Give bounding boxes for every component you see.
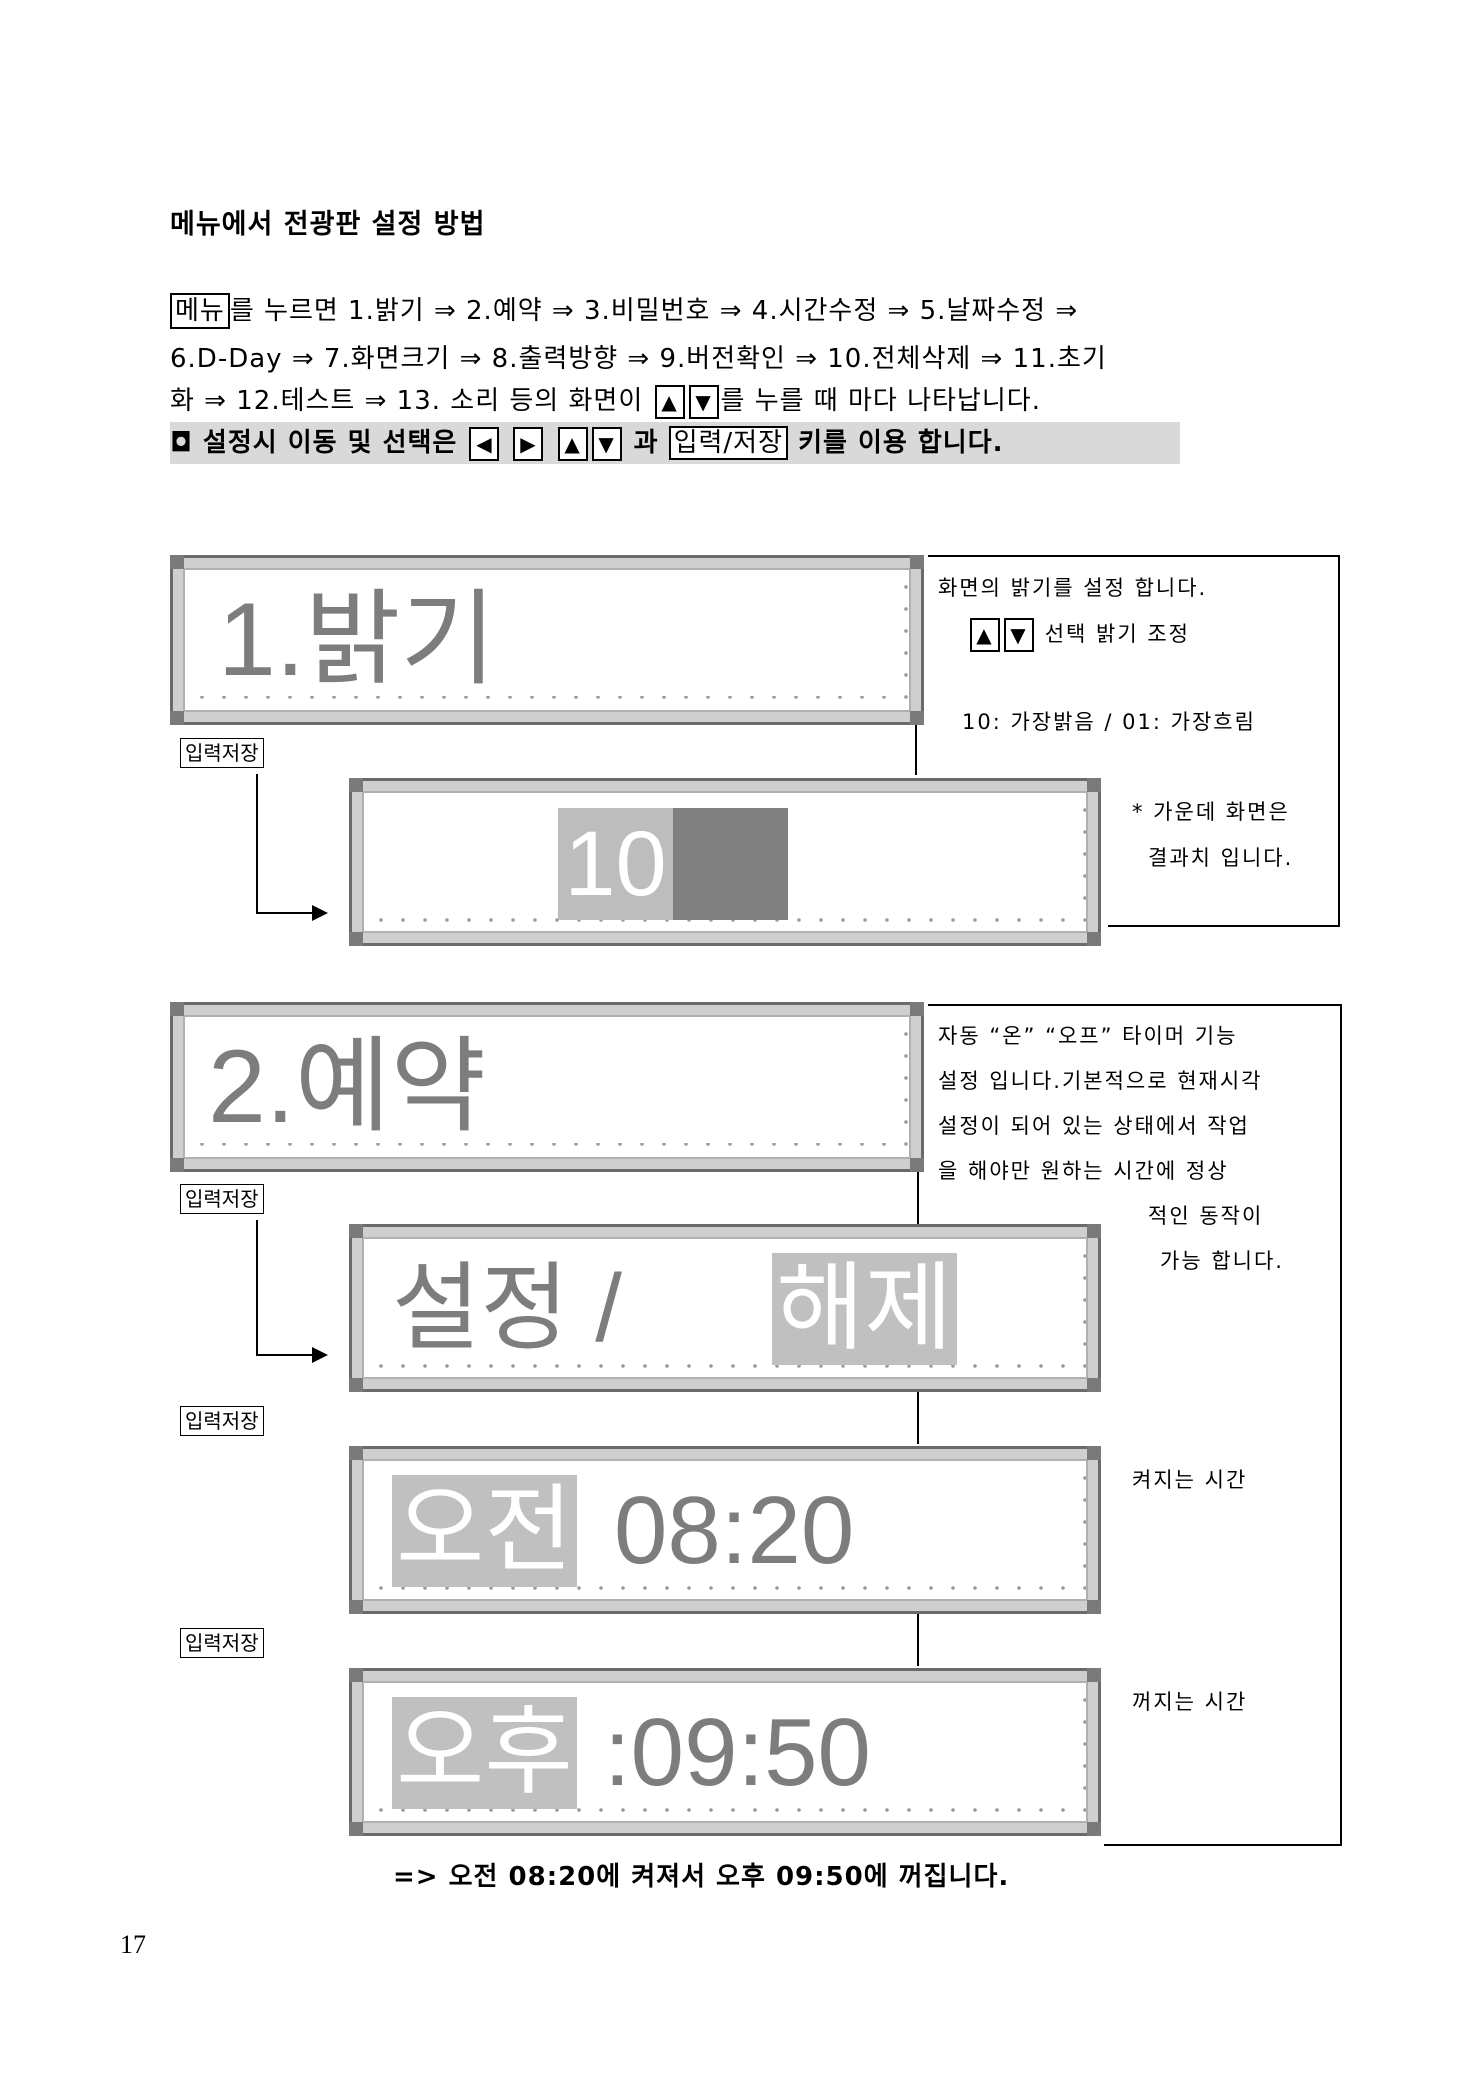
- note-pre: ◘ 설정시 이동 및 선택은: [170, 428, 458, 458]
- led-panel-on-time: 오전 08:20: [349, 1446, 1101, 1614]
- off-time-value: :09:50: [604, 1699, 871, 1806]
- led-panel-reservation-menu: 2.예약: [170, 1002, 924, 1172]
- down-arrow-icon: ▼: [1004, 618, 1034, 652]
- brightness-note-1: * 가운데 화면은: [1132, 800, 1290, 824]
- enter-save-key-2: 입력저장: [180, 1184, 264, 1214]
- enter-save-key-4: 입력저장: [180, 1628, 264, 1658]
- led-panel-brightness-menu: 1.밝기: [170, 555, 924, 725]
- right-arrow-icon: ▶: [513, 426, 544, 461]
- enter-save-key-box: 입력/저장: [668, 426, 789, 460]
- panel-title-brightness: 1.밝기: [218, 582, 497, 698]
- intro-line-3-pre: 화 ⇒ 12.테스트 ⇒ 13. 소리 등의 화면이: [170, 386, 644, 416]
- option-clear-selected: 해제: [772, 1253, 957, 1365]
- on-time-ampm: 오전: [392, 1475, 577, 1587]
- panel-title-reservation: 2.예약: [208, 1029, 487, 1145]
- brightness-value: 10: [558, 808, 673, 920]
- intro-line-3: 화 ⇒ 12.테스트 ⇒ 13. 소리 등의 화면이 ▲▼를 누를 때 마다 나…: [170, 380, 1041, 419]
- intro-line-1-text: 를 누르면 1.밝기 ⇒ 2.예약 ⇒ 3.비밀번호 ⇒ 4.시간수정 ⇒ 5.…: [229, 296, 1079, 326]
- reservation-desc-4: 을 해야만 원하는 시간에 정상: [938, 1159, 1229, 1183]
- section-heading: 메뉴에서 전광판 설정 방법: [170, 209, 486, 240]
- led-panel-brightness-value: 10: [349, 778, 1101, 946]
- up-arrow-icon: ▲: [654, 384, 685, 419]
- brightness-cursor-block: [673, 808, 788, 920]
- reservation-desc-5: 적인 동작이: [1148, 1204, 1264, 1228]
- intro-line-3-post: 를 누를 때 마다 나타납니다.: [720, 386, 1041, 416]
- led-panel-set-clear: 설정 / 해제: [349, 1224, 1101, 1392]
- on-time-value: 08:20: [614, 1477, 855, 1584]
- up-arrow-icon: ▲: [970, 618, 1000, 652]
- brightness-note-2: 결과치 입니다.: [1148, 846, 1294, 870]
- menu-key-box: 메뉴: [170, 293, 230, 329]
- brightness-desc-2-text: 선택 밝기 조정: [1044, 622, 1190, 646]
- enter-save-key-3: 입력저장: [180, 1406, 264, 1436]
- off-time-ampm: 오후: [392, 1697, 577, 1809]
- brightness-desc-2: ▲▼ 선택 밝기 조정: [968, 612, 1190, 656]
- reservation-desc-1: 자동 “온” “오프” 타이머 기능: [938, 1024, 1238, 1048]
- enter-save-key-1: 입력저장: [180, 738, 264, 768]
- option-set: 설정 /: [392, 1255, 622, 1362]
- off-time-label: 꺼지는 시간: [1132, 1690, 1248, 1714]
- led-panel-off-time: 오후 :09:50: [349, 1668, 1101, 1836]
- reservation-desc-3: 설정이 되어 있는 상태에서 작업: [938, 1114, 1250, 1138]
- intro-line-2: 6.D-Day ⇒ 7.화면크기 ⇒ 8.출력방향 ⇒ 9.버전확인 ⇒ 10.…: [170, 344, 1107, 374]
- note-post: 키를 이용 합니다.: [798, 428, 1004, 458]
- on-time-label: 켜지는 시간: [1132, 1468, 1248, 1492]
- up-arrow-icon: ▲: [557, 426, 588, 461]
- navigation-note: ◘ 설정시 이동 및 선택은 ◀ ▶ ▲▼ 과 입력/저장 키를 이용 합니다.: [170, 422, 1180, 464]
- schedule-summary: => 오전 08:20에 켜져서 오후 09:50에 꺼집니다.: [393, 1862, 1010, 1892]
- note-mid: 과: [633, 428, 659, 458]
- reservation-desc-6: 가능 합니다.: [1160, 1249, 1284, 1273]
- down-arrow-icon: ▼: [591, 426, 622, 461]
- reservation-desc-2: 설정 입니다.기본적으로 현재시각: [938, 1069, 1263, 1093]
- left-arrow-icon: ◀: [469, 426, 500, 461]
- brightness-desc-1: 화면의 밝기를 설정 합니다.: [938, 576, 1208, 600]
- down-arrow-icon: ▼: [688, 384, 719, 419]
- brightness-range: 10: 가장밝음 / 01: 가장흐림: [962, 710, 1256, 734]
- page-number: 17: [120, 1930, 146, 1959]
